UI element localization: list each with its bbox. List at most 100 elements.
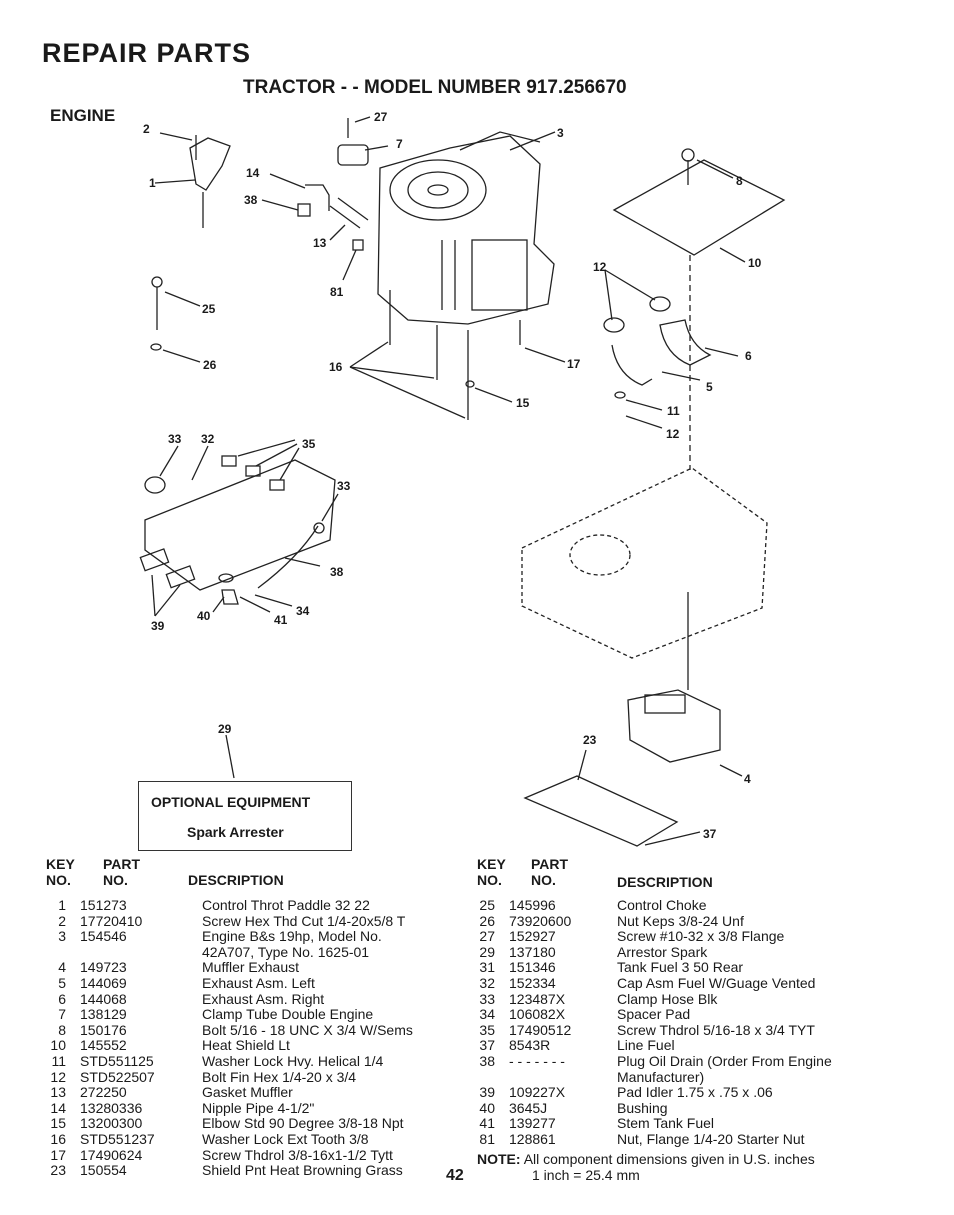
part-no-header-left: NO. — [103, 872, 128, 888]
description-cell: Engine B&s 19hp, Model No. — [202, 928, 382, 945]
callout-2: 2 — [143, 122, 150, 136]
part-number-cell — [80, 945, 202, 961]
key-cell: 25 — [479, 897, 495, 913]
description-cell: Heat Shield Lt — [202, 1037, 290, 1054]
part-number-cell: 154546 — [80, 928, 127, 945]
description-cell: Stem Tank Fuel — [617, 1115, 715, 1132]
part-number-cell — [509, 1070, 617, 1086]
part-header-right: PART — [531, 856, 569, 872]
part-number-cell: 152927 — [509, 928, 556, 945]
key-cell: 17 — [50, 1146, 66, 1163]
description-cell: Spacer Pad — [617, 1006, 691, 1023]
key-header-left: KEY — [46, 856, 75, 872]
part-number-cell: 145552 — [80, 1037, 127, 1054]
table-row: 42A707, Type No. 1625-01 — [44, 943, 462, 961]
callout-37: 38 — [330, 565, 344, 579]
key-cell: 6 — [58, 990, 66, 1007]
callout-81: 81 — [330, 285, 344, 299]
part-number-cell: STD551237 — [80, 1130, 155, 1147]
part-number-cell: 151273 — [80, 897, 127, 913]
key-no-header-left: NO. — [46, 872, 71, 888]
callout-40: 40 — [197, 609, 211, 623]
description-cell: Clamp Hose Blk — [617, 990, 718, 1007]
engine-exploded-diagram — [139, 116, 786, 847]
description-cell: Elbow Std 90 Degree 3/8-18 Npt — [202, 1115, 404, 1132]
callout-25: 25 — [202, 302, 216, 316]
callout-39: 39 — [151, 619, 165, 633]
table-row: 10 145552 Heat Shield Lt — [44, 1038, 462, 1054]
part-number-cell: 149723 — [80, 959, 127, 976]
key-cell: 81 — [479, 1130, 495, 1147]
callout-17-a: 16 — [329, 360, 343, 374]
key-cell: 4 — [58, 959, 66, 976]
key-cell: 35 — [479, 1021, 495, 1038]
key-cell: 10 — [50, 1037, 66, 1054]
key-cell: 40 — [479, 1099, 495, 1116]
optional-equipment-box: OPTIONAL EQUIPMENT Spark Arrester — [138, 781, 352, 851]
description-cell: Exhaust Asm. Left — [202, 974, 315, 991]
callout-16: 15 — [516, 396, 530, 410]
part-number-cell: STD522507 — [80, 1068, 155, 1085]
part-header-left: PART — [103, 856, 141, 872]
part-number-cell: 17490512 — [509, 1021, 572, 1038]
part-number-cell: 152334 — [509, 974, 556, 991]
part-number-cell: 109227X — [509, 1084, 566, 1101]
table-row: Manufacturer) — [473, 1069, 887, 1086]
part-number-cell: 150176 — [80, 1021, 127, 1038]
key-cell: 8 — [58, 1021, 66, 1038]
part-number-cell: 8543R — [509, 1037, 551, 1054]
part-number-cell: 272250 — [80, 1084, 127, 1101]
callout-4: 4 — [744, 772, 751, 786]
description-cell: Nut Keps 3/8-24 Unf — [617, 912, 744, 929]
key-cell: 7 — [58, 1006, 66, 1023]
key-cell: 33 — [479, 990, 495, 1007]
part-number-cell: 13200300 — [80, 1115, 143, 1132]
page-number: 42 — [446, 1167, 464, 1184]
part-number-cell: - - - - - - - — [509, 1052, 565, 1069]
description-cell: Control Choke — [617, 897, 707, 913]
optional-equipment-title: OPTIONAL EQUIPMENT — [151, 794, 311, 810]
key-cell — [473, 1070, 509, 1086]
callout-38: 38 — [244, 193, 258, 207]
key-cell: 38 — [479, 1052, 495, 1069]
part-number-cell: 139277 — [509, 1115, 556, 1132]
description-cell: Bolt Fin Hex 1/4-20 x 3/4 — [202, 1068, 357, 1085]
key-cell: 23 — [50, 1162, 66, 1179]
model-subtitle: TRACTOR - - MODEL NUMBER 917.256670 — [243, 77, 627, 98]
callout-6: 6 — [745, 349, 752, 363]
key-cell: 12 — [50, 1068, 66, 1085]
description-cell: Screw Thdrol 5/16-18 x 3/4 TYT — [617, 1021, 815, 1038]
callout-15: 14 — [246, 166, 260, 180]
key-cell: 29 — [479, 943, 495, 960]
table-row: 35 17490512 Screw Thdrol 5/16-18 x 3/4 TYT — [473, 1021, 887, 1039]
callout-41: 41 — [274, 613, 288, 627]
callout-32: 33 — [168, 432, 182, 446]
callout-11: 11 — [667, 404, 680, 418]
key-cell: 16 — [50, 1130, 66, 1147]
part-number-cell: 137180 — [509, 943, 556, 960]
key-cell: 41 — [479, 1115, 495, 1132]
part-number-cell: 17720410 — [80, 912, 143, 929]
description-cell: 42A707, Type No. 1625-01 — [202, 943, 370, 960]
callout-5: 5 — [706, 380, 713, 394]
part-number-cell: 73920600 — [509, 912, 572, 929]
description-header-right: DESCRIPTION — [617, 874, 713, 890]
description-cell: Nut, Flange 1/4-20 Starter Nut — [617, 1130, 805, 1147]
callout-29: 29 — [218, 722, 232, 736]
table-row: 38- - - - - - -Plug Oil Drain (Order Fro… — [473, 1052, 887, 1070]
callout-3: 3 — [557, 126, 564, 140]
part-number-cell: 145996 — [509, 897, 556, 913]
